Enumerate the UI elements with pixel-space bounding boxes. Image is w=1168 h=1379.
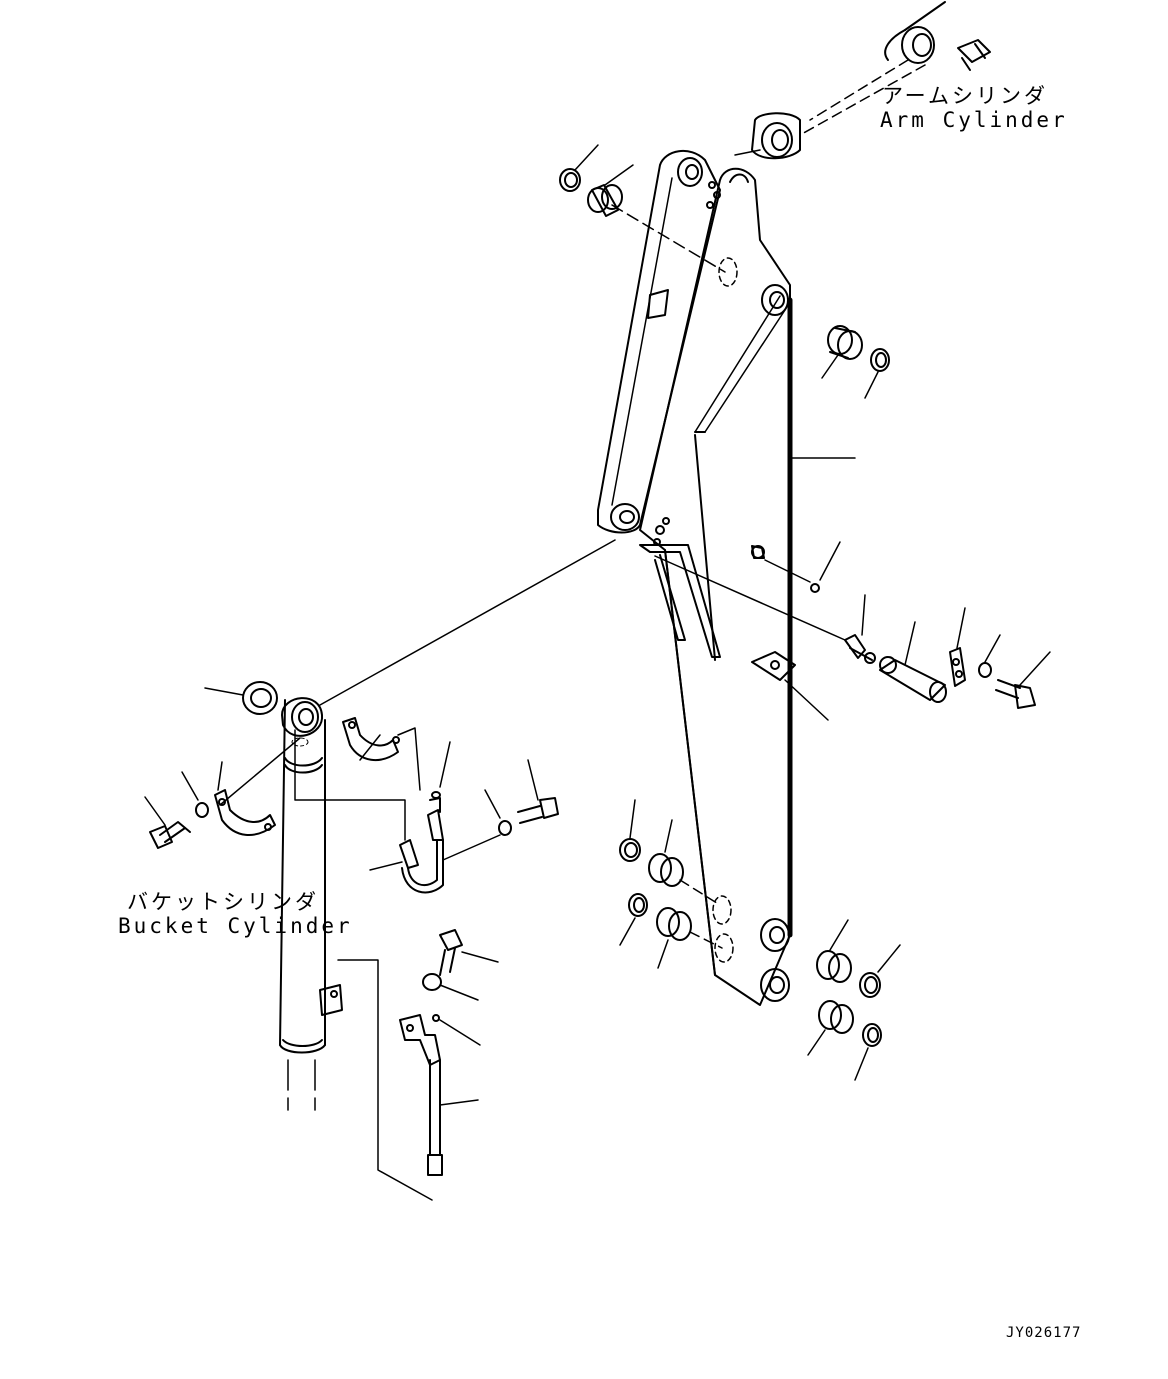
washer-icon bbox=[243, 682, 277, 714]
arm-cylinder-label-en: Arm Cylinder bbox=[880, 108, 1068, 132]
drawing-id: JY026177 bbox=[1006, 1325, 1082, 1341]
bucket-cylinder-hardware bbox=[145, 682, 558, 892]
arm-body bbox=[598, 151, 795, 1005]
shim-ring-icon bbox=[620, 839, 640, 861]
hose-icon bbox=[400, 798, 443, 892]
washer-icon bbox=[979, 663, 991, 677]
bushing-icon bbox=[588, 185, 622, 216]
shim-ring-icon bbox=[560, 169, 580, 191]
arm-cylinder-pin-icon bbox=[958, 40, 990, 70]
bracket-icon bbox=[400, 1015, 440, 1065]
top-bushings bbox=[560, 145, 889, 458]
bushing-icon bbox=[817, 951, 851, 982]
washer-icon bbox=[499, 821, 511, 835]
valve-icon bbox=[320, 985, 342, 1015]
bushing-icon bbox=[657, 908, 691, 940]
bushing-icon bbox=[649, 854, 683, 886]
shim-ring-icon bbox=[863, 1024, 881, 1046]
arm-cylinder bbox=[735, 2, 990, 158]
pin-icon bbox=[880, 657, 946, 702]
clamp-icon bbox=[215, 790, 275, 835]
hose-icon bbox=[428, 1060, 442, 1175]
arm-cylinder-rod-end bbox=[752, 113, 800, 158]
rod-eye-icon bbox=[282, 698, 322, 736]
shim-ring-icon bbox=[629, 894, 647, 916]
bushing-icon bbox=[828, 326, 862, 359]
bucket-cylinder-label-en: Bucket Cylinder bbox=[118, 914, 353, 938]
washer-icon bbox=[196, 803, 208, 817]
arm-pin-assembly bbox=[655, 542, 1050, 720]
washer-icon bbox=[423, 974, 441, 990]
bolt-icon bbox=[518, 798, 558, 823]
bucket-cylinder-label-jp: バケットシリンダ bbox=[127, 890, 319, 914]
bucket-cylinder-label: バケットシリンダ Bucket Cylinder bbox=[118, 890, 353, 938]
grease-fitting-icon bbox=[752, 546, 764, 558]
arm-cylinder-label: アームシリンダ Arm Cylinder bbox=[880, 84, 1068, 132]
grease-nipple-icon bbox=[845, 635, 875, 663]
shim-ring-icon bbox=[871, 349, 889, 371]
bushing-icon bbox=[819, 1001, 853, 1033]
clamp-icon bbox=[343, 718, 399, 760]
arm-cylinder-label-jp: アームシリンダ bbox=[881, 84, 1049, 108]
lock-plate-icon bbox=[950, 648, 965, 686]
bolt-icon bbox=[150, 822, 190, 848]
bolt-icon bbox=[440, 930, 462, 975]
lower-hose-assembly bbox=[400, 930, 498, 1175]
bucket-cylinder bbox=[280, 698, 432, 1200]
shim-ring-icon bbox=[860, 973, 880, 997]
lower-bushings bbox=[620, 800, 900, 1080]
connection-line bbox=[320, 540, 615, 705]
bolt-icon bbox=[996, 680, 1035, 708]
